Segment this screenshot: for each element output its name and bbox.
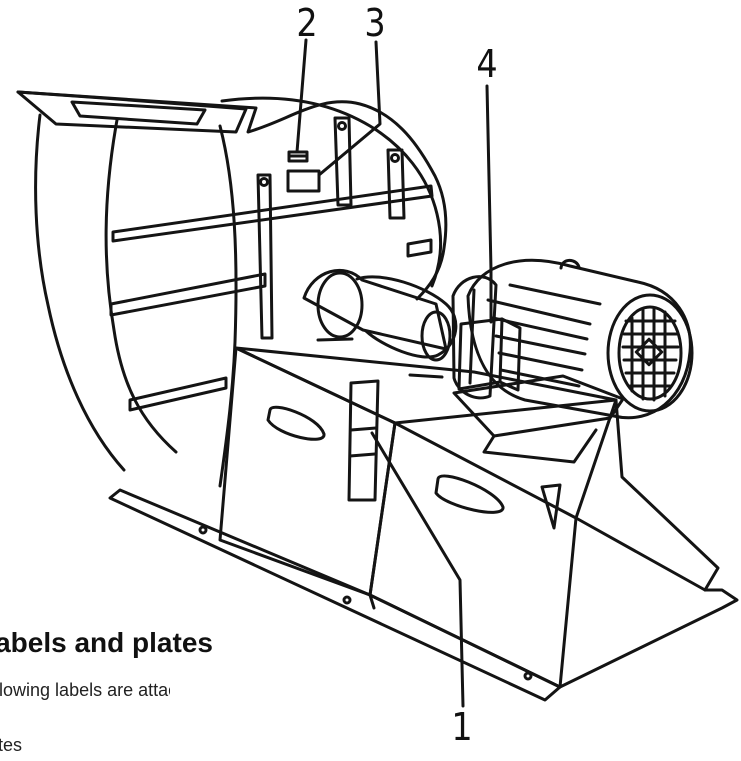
top-rib (113, 186, 432, 241)
support-post-left (258, 175, 272, 338)
leader-3 (319, 42, 380, 175)
housing-front-curve (220, 126, 236, 486)
motor-lifting-eye (561, 260, 579, 268)
base-flange-right (560, 590, 737, 687)
base-flange-front (110, 490, 560, 700)
callout-number-2: 2 (296, 1, 318, 45)
shaft-cylinder (357, 277, 456, 357)
callout-number-4: 4 (476, 42, 498, 86)
base-right-side-face (576, 400, 718, 590)
motor-fan-grille (623, 309, 678, 400)
base-slot-left (268, 407, 324, 439)
list-item-text: Plates (0, 735, 23, 755)
right-rib (408, 240, 431, 256)
motor-body (468, 260, 690, 417)
support-post-right (388, 150, 404, 218)
inlet-box-inner-flange (72, 102, 205, 124)
inlet-box-left-wall (36, 115, 124, 470)
label-plate-3 (288, 171, 319, 191)
callout-number-1: 1 (451, 705, 473, 749)
lower-rib (130, 378, 226, 410)
inlet-box-rear-wall (106, 120, 176, 452)
access-cover-panel (349, 381, 378, 500)
callout-number-3: 3 (364, 1, 386, 45)
coupling-guard (453, 277, 496, 398)
leader-4 (487, 86, 491, 322)
section-heading: Labels and plates (0, 628, 213, 658)
support-post-mid (335, 118, 351, 205)
base-triangle-mark (542, 485, 560, 528)
base-slot-right (436, 476, 503, 512)
middle-rib (111, 274, 265, 315)
leader-1 (372, 433, 463, 706)
inlet-box-top-flange (18, 92, 246, 132)
leader-2 (297, 40, 306, 152)
bearing-pedestal (304, 270, 446, 349)
housing-back-curve (222, 98, 441, 286)
motor-end-cover (608, 295, 692, 411)
motor-terminal-box (459, 319, 502, 389)
intro-text: The following labels are attached to the… (0, 680, 170, 700)
base-right-front-face (370, 423, 576, 687)
base-left-front-face (220, 348, 395, 595)
